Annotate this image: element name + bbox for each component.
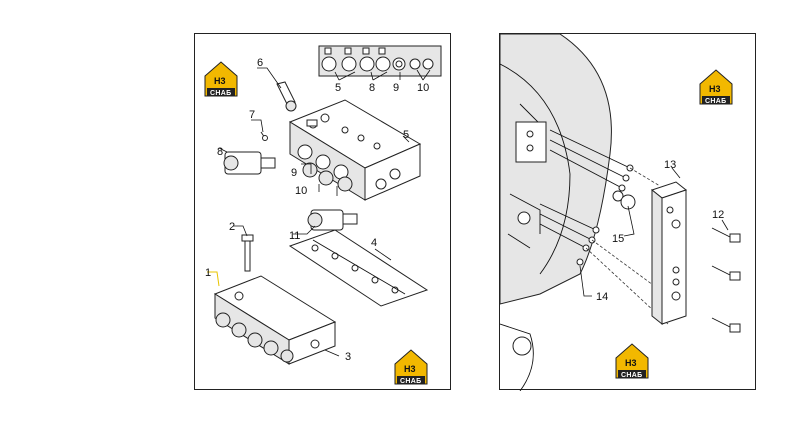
bolt-2 [241, 234, 254, 272]
svg-text:H3: H3 [709, 84, 721, 94]
svg-text:СНАБ: СНАБ [621, 372, 642, 379]
callout-11-top: 10 [417, 82, 429, 94]
logo-top-left: H3 СНАБ [204, 61, 238, 97]
callout-8-top: 5 [335, 82, 341, 94]
plate-13 [650, 181, 688, 326]
callout-13: 13 [664, 159, 676, 171]
svg-text:СНАБ: СНАБ [705, 98, 726, 105]
solenoid-8 [223, 151, 276, 175]
valve-block-5 [288, 99, 422, 201]
diagram-panel-left: H3 СНАБ 5 8 9 10 6 [194, 33, 451, 390]
solenoid-9-10-11-upper [302, 162, 353, 192]
callout-9: 9 [291, 167, 297, 179]
screws-12 [711, 227, 741, 333]
callout-1: 1 [205, 267, 211, 279]
logo-bottom-right: H3 СНАБ [394, 349, 428, 385]
callout-6: 6 [257, 57, 263, 69]
callout-14: 14 [596, 291, 608, 303]
connector-strip [318, 45, 442, 77]
gasket-4 [288, 229, 429, 307]
callout-10-top: 9 [393, 82, 399, 94]
bolts-15 [549, 129, 636, 210]
logo-top-right: H3 СНАБ [699, 69, 733, 105]
diagram-panel-right: 15 14 13 12 H3 [499, 33, 756, 391]
sensor-part-6 [276, 81, 297, 112]
left-diagram-svg: H3 СНАБ 5 8 9 10 6 [204, 45, 442, 385]
transmission-housing [500, 34, 612, 391]
callout-10: 10 [295, 185, 307, 197]
svg-text:H3: H3 [625, 358, 637, 368]
solenoid-11 [307, 209, 358, 231]
logo-mark: H3 [214, 76, 226, 86]
valve-block-1 [213, 275, 337, 365]
logo-bottom-center: H3 СНАБ [615, 343, 649, 379]
callout-2: 2 [229, 221, 235, 233]
callout-7: 7 [249, 109, 255, 121]
callout-9-top: 8 [369, 82, 375, 94]
logo-text: СНАБ [210, 90, 231, 97]
callout-11: 11 [289, 230, 300, 242]
svg-text:СНАБ: СНАБ [400, 378, 421, 385]
callout-8-left: 8 [217, 146, 223, 158]
washers-14 [539, 203, 600, 266]
svg-text:H3: H3 [404, 364, 416, 374]
callout-4: 4 [371, 237, 377, 249]
right-diagram-svg: 15 14 13 12 H3 [500, 34, 741, 391]
callout-5: 5 [403, 129, 409, 141]
callout-12: 12 [712, 209, 724, 221]
callout-15: 15 [612, 233, 624, 245]
callout-3: 3 [345, 351, 351, 363]
